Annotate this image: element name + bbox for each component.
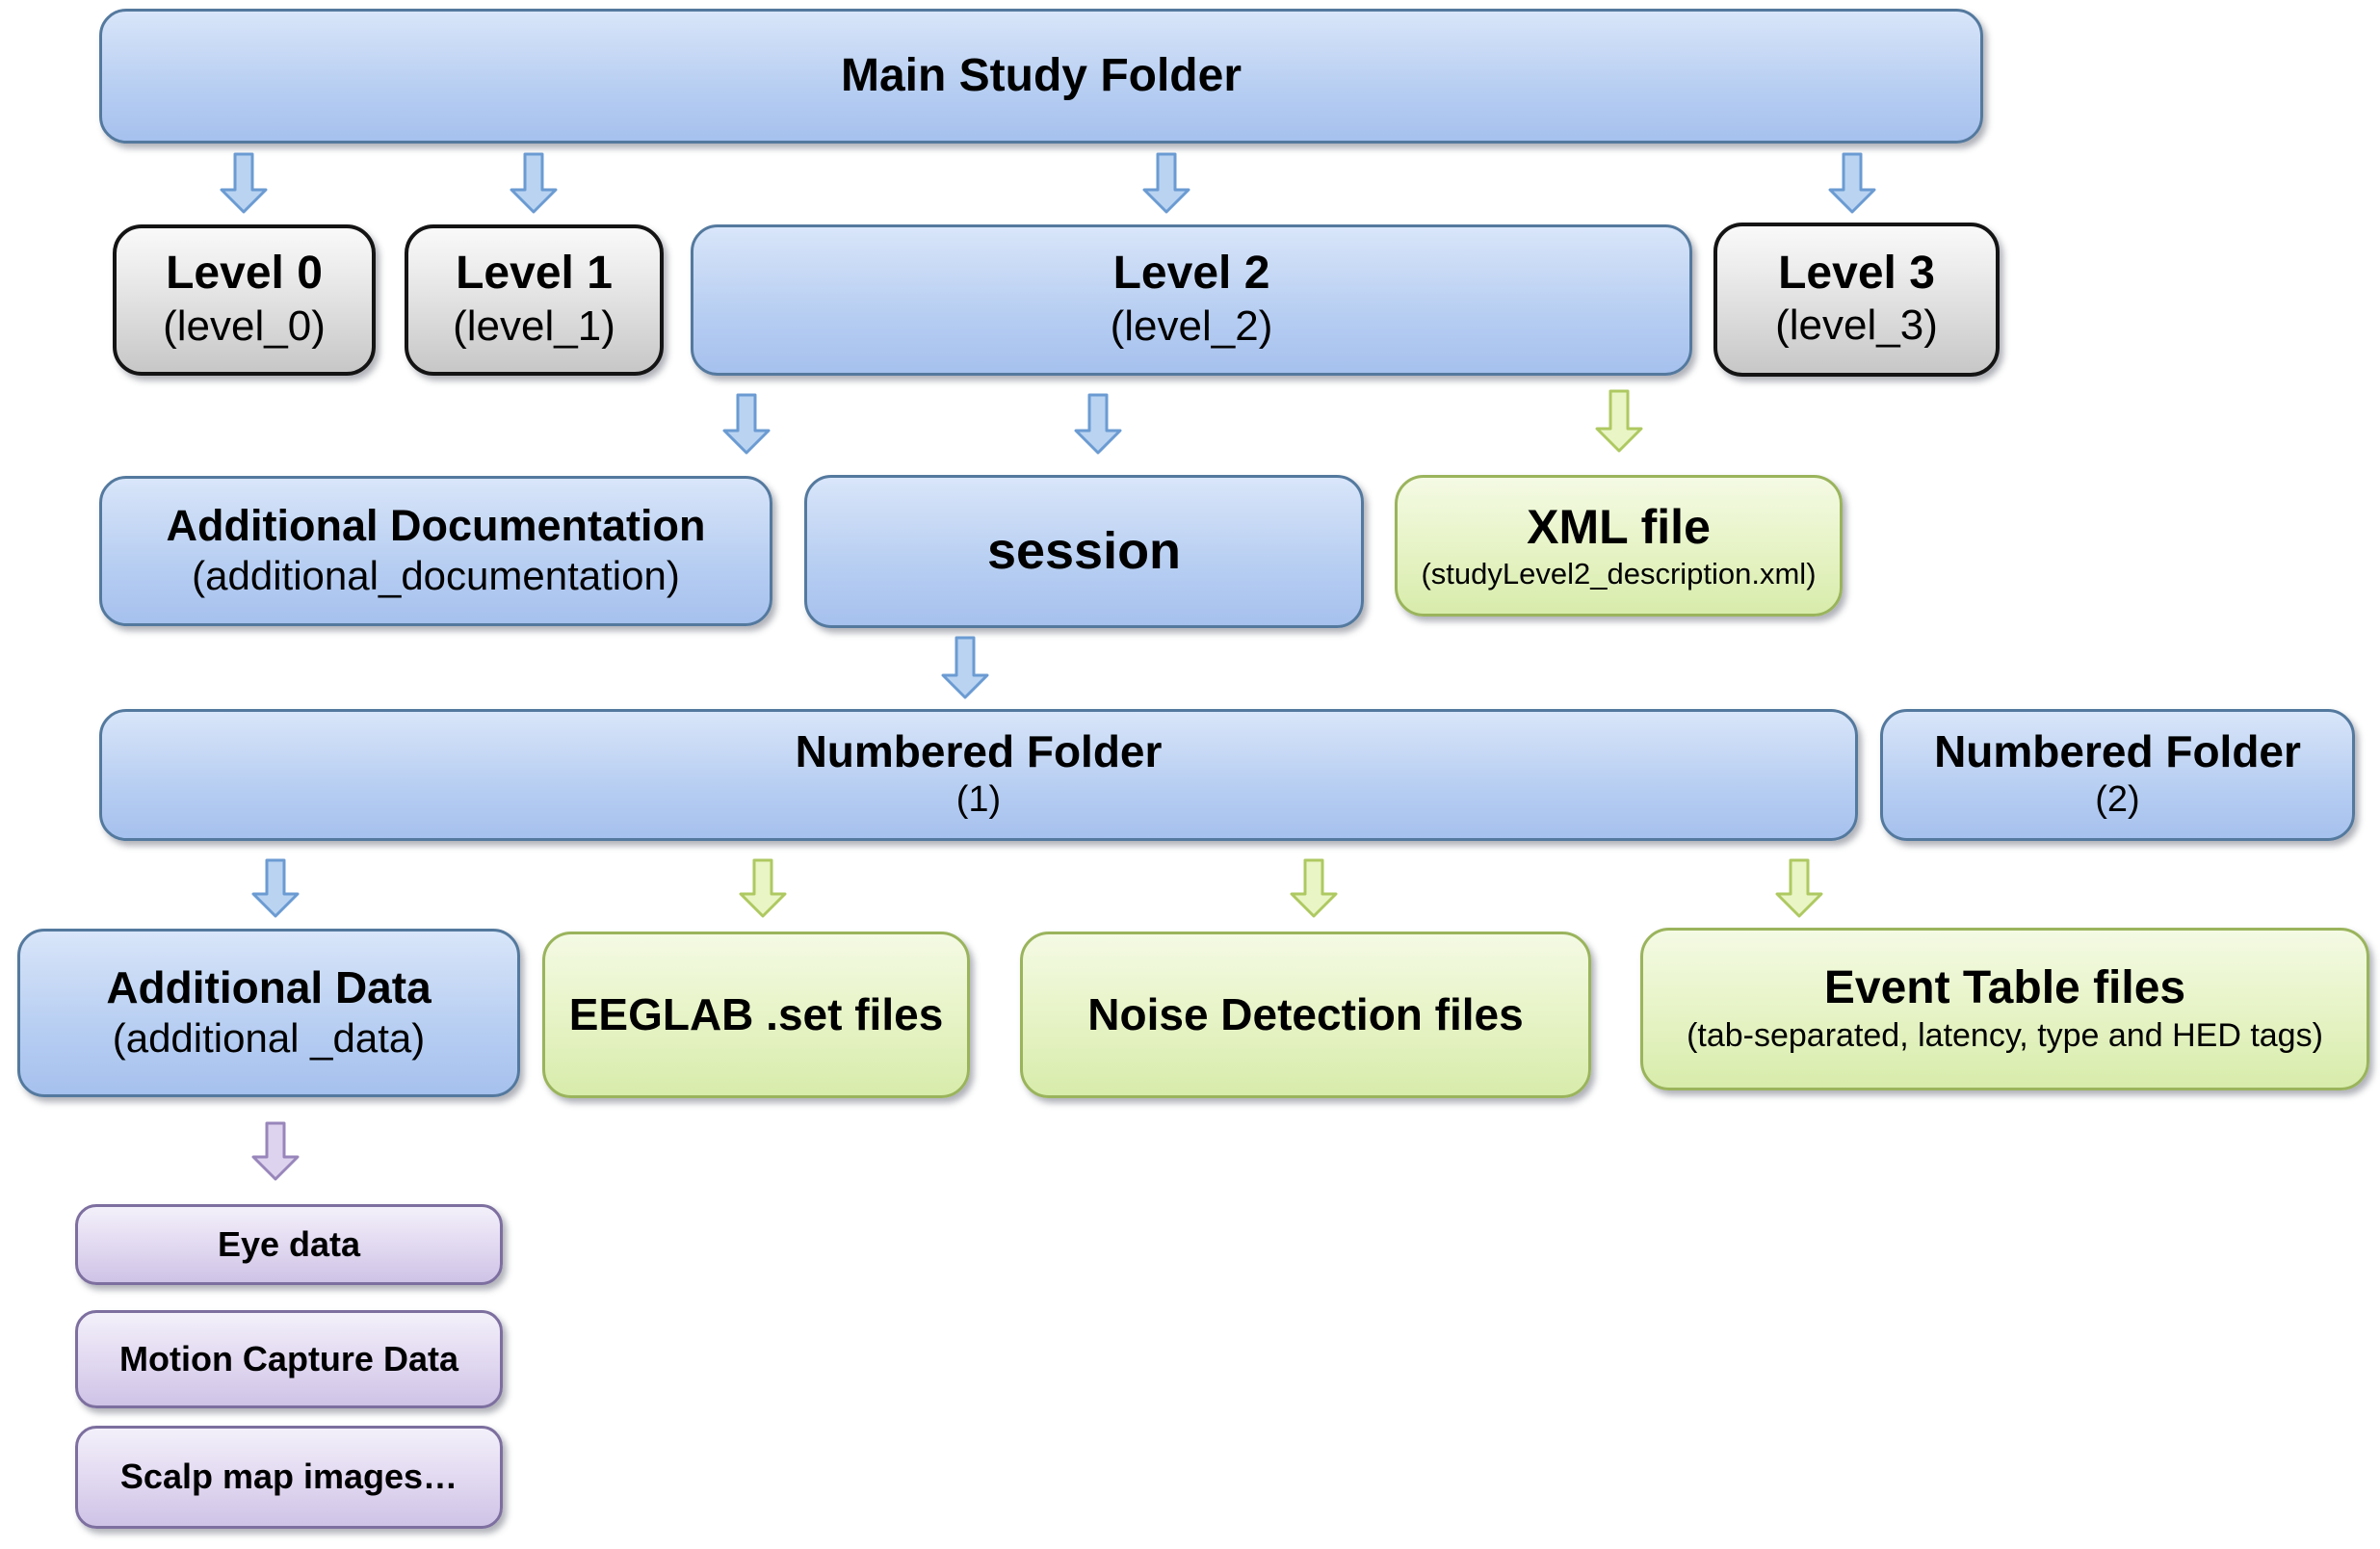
- scalp-map-images-label: Scalp map images…: [119, 1457, 458, 1497]
- level-3: Level 3(level_3): [1713, 223, 2000, 377]
- arrow-level2-to-session: [1074, 393, 1122, 455]
- arrow-main-to-level-3: [1828, 152, 1876, 214]
- arrow-additional-data-to-eye-data: [251, 1121, 300, 1181]
- arrow-numbered-folder-1-to-event-table: [1775, 858, 1823, 918]
- level-0-sublabel: (level_0): [163, 302, 326, 350]
- xml-file-sublabel: (studyLevel2_description.xml): [1421, 556, 1817, 591]
- main-study-folder: Main Study Folder: [99, 9, 1983, 144]
- level-0-label: Level 0: [166, 248, 323, 300]
- session: session: [804, 475, 1364, 628]
- level-1-sublabel: (level_1): [453, 302, 615, 350]
- level-1: Level 1(level_1): [405, 224, 664, 376]
- numbered-folder-1-sublabel: (1): [955, 779, 1002, 821]
- eye-data-label: Eye data: [217, 1223, 361, 1264]
- level-2-label: Level 2: [1112, 248, 1270, 300]
- arrow-level2-to-xml-file: [1595, 389, 1643, 453]
- arrow-level2-to-additional-documentation: [722, 393, 771, 455]
- level-2: Level 2(level_2): [691, 224, 1692, 376]
- motion-capture-data-label: Motion Capture Data: [118, 1338, 458, 1378]
- main-study-folder-label: Main Study Folder: [840, 50, 1242, 102]
- arrow-main-to-level-1: [510, 152, 558, 214]
- event-table-files: Event Table files(tab-separated, latency…: [1640, 928, 2369, 1090]
- eye-data: Eye data: [75, 1204, 503, 1285]
- arrow-numbered-folder-1-to-additional-data: [251, 858, 300, 918]
- session-label: session: [986, 522, 1182, 581]
- eeglab-set-files-label: EEGLAB .set files: [568, 988, 944, 1039]
- xml-file: XML file(studyLevel2_description.xml): [1395, 475, 1843, 617]
- noise-detection-files: Noise Detection files: [1020, 932, 1591, 1098]
- numbered-folder-2-label: Numbered Folder: [1934, 725, 2301, 776]
- level-2-sublabel: (level_2): [1110, 302, 1273, 350]
- arrow-session-to-numbered-folder-1: [941, 636, 989, 699]
- level-3-sublabel: (level_3): [1775, 302, 1938, 350]
- numbered-folder-2-sublabel: (2): [2095, 779, 2140, 821]
- additional-data: Additional Data(additional _data): [17, 929, 520, 1097]
- level-1-label: Level 1: [456, 248, 613, 300]
- additional-data-label: Additional Data: [106, 961, 432, 1012]
- numbered-folder-1-label: Numbered Folder: [795, 725, 1163, 776]
- level-3-label: Level 3: [1778, 247, 1935, 299]
- numbered-folder-1: Numbered Folder(1): [99, 709, 1858, 841]
- numbered-folder-2: Numbered Folder(2): [1880, 709, 2355, 841]
- noise-detection-files-label: Noise Detection files: [1087, 988, 1524, 1039]
- additional-data-sublabel: (additional _data): [112, 1015, 426, 1062]
- arrow-main-to-level-2: [1142, 152, 1190, 214]
- additional-documentation: Additional Documentation(additional_docu…: [99, 476, 772, 626]
- motion-capture-data: Motion Capture Data: [75, 1310, 503, 1408]
- event-table-files-sublabel: (tab-separated, latency, type and HED ta…: [1687, 1016, 2323, 1054]
- event-table-files-label: Event Table files: [1823, 962, 2186, 1014]
- arrow-numbered-folder-1-to-noise: [1290, 858, 1338, 918]
- arrow-numbered-folder-1-to-eeglab: [739, 858, 787, 918]
- scalp-map-images: Scalp map images…: [75, 1426, 503, 1529]
- xml-file-label: XML file: [1527, 499, 1711, 554]
- arrow-main-to-level-0: [220, 152, 268, 214]
- level-0: Level 0(level_0): [113, 224, 376, 376]
- additional-documentation-sublabel: (additional_documentation): [192, 553, 680, 598]
- additional-documentation-label: Additional Documentation: [166, 500, 706, 550]
- eeglab-set-files: EEGLAB .set files: [542, 932, 970, 1098]
